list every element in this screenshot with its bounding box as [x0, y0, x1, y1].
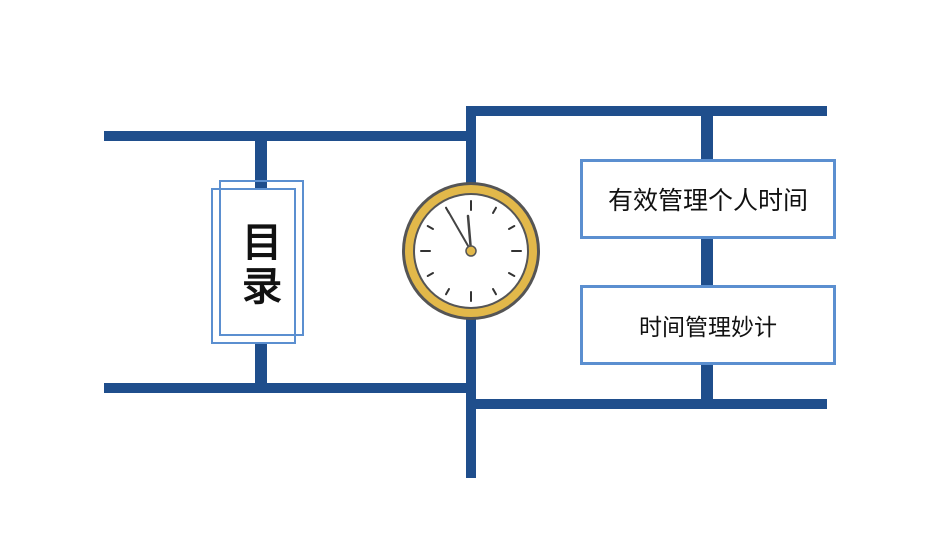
- clock-hour-hand: [466, 214, 473, 253]
- right-top-rail: [466, 106, 827, 116]
- clock-ticks: [420, 200, 522, 302]
- clock-minute-hand: [447, 210, 472, 252]
- toc-title: 目录: [235, 221, 281, 309]
- left-bottom-rail: [104, 383, 476, 393]
- toc-card-back: [211, 188, 296, 344]
- left-top-rail: [104, 131, 476, 141]
- toc-item-time-management-tips[interactable]: 时间管理妙计: [580, 285, 836, 365]
- toc-post-top: [255, 138, 267, 190]
- clock-icon: [402, 182, 540, 320]
- toc-post-bottom: [255, 340, 267, 386]
- toc-card-front: [219, 180, 304, 336]
- right-bottom-rail: [466, 399, 827, 409]
- toc-item-effective-time-management[interactable]: 有效管理个人时间: [580, 159, 836, 239]
